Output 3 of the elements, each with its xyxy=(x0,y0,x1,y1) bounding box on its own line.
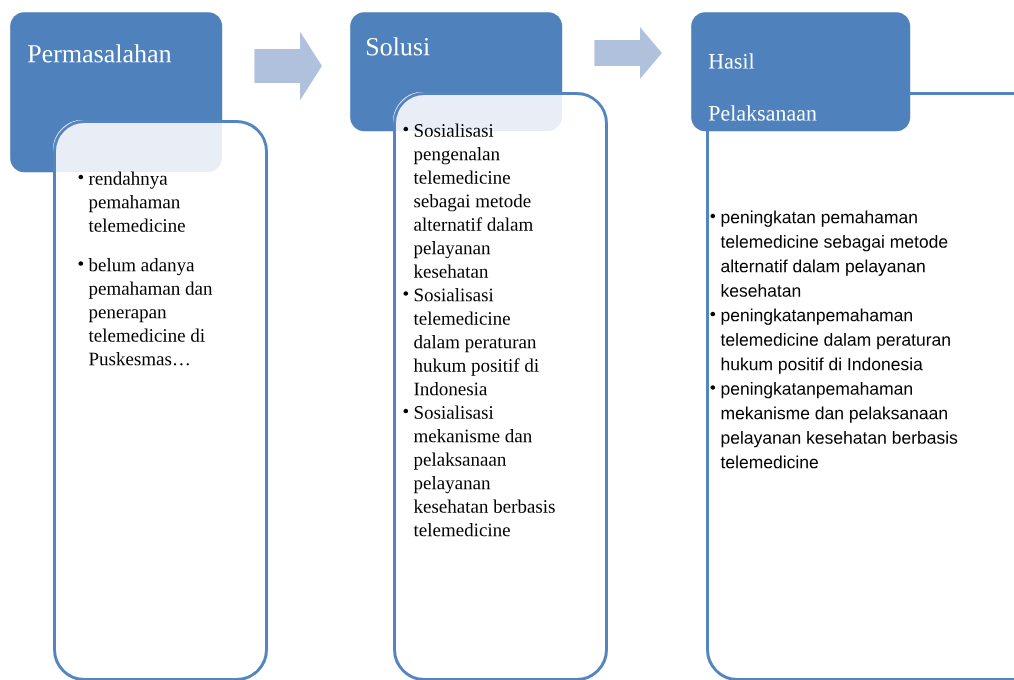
content-box: Sosialisasi pengenalan telemedicine sebagai metode alternatif dalam pelayanan kesehatan Sosialisasi telemedicine dalam peraturan hukum positif di Indonesia Sosialisasi mekanisme dan pelaksanaan pelayanan kesehatan berbasis telemedicine xyxy=(393,92,608,680)
content-box: rendahnya pemahaman telemedicine belum adanya pemahaman dan penerapan telemedicine di Puskesmas… xyxy=(53,120,268,680)
header-box: Hasil Pelaksanaan xyxy=(691,12,911,132)
